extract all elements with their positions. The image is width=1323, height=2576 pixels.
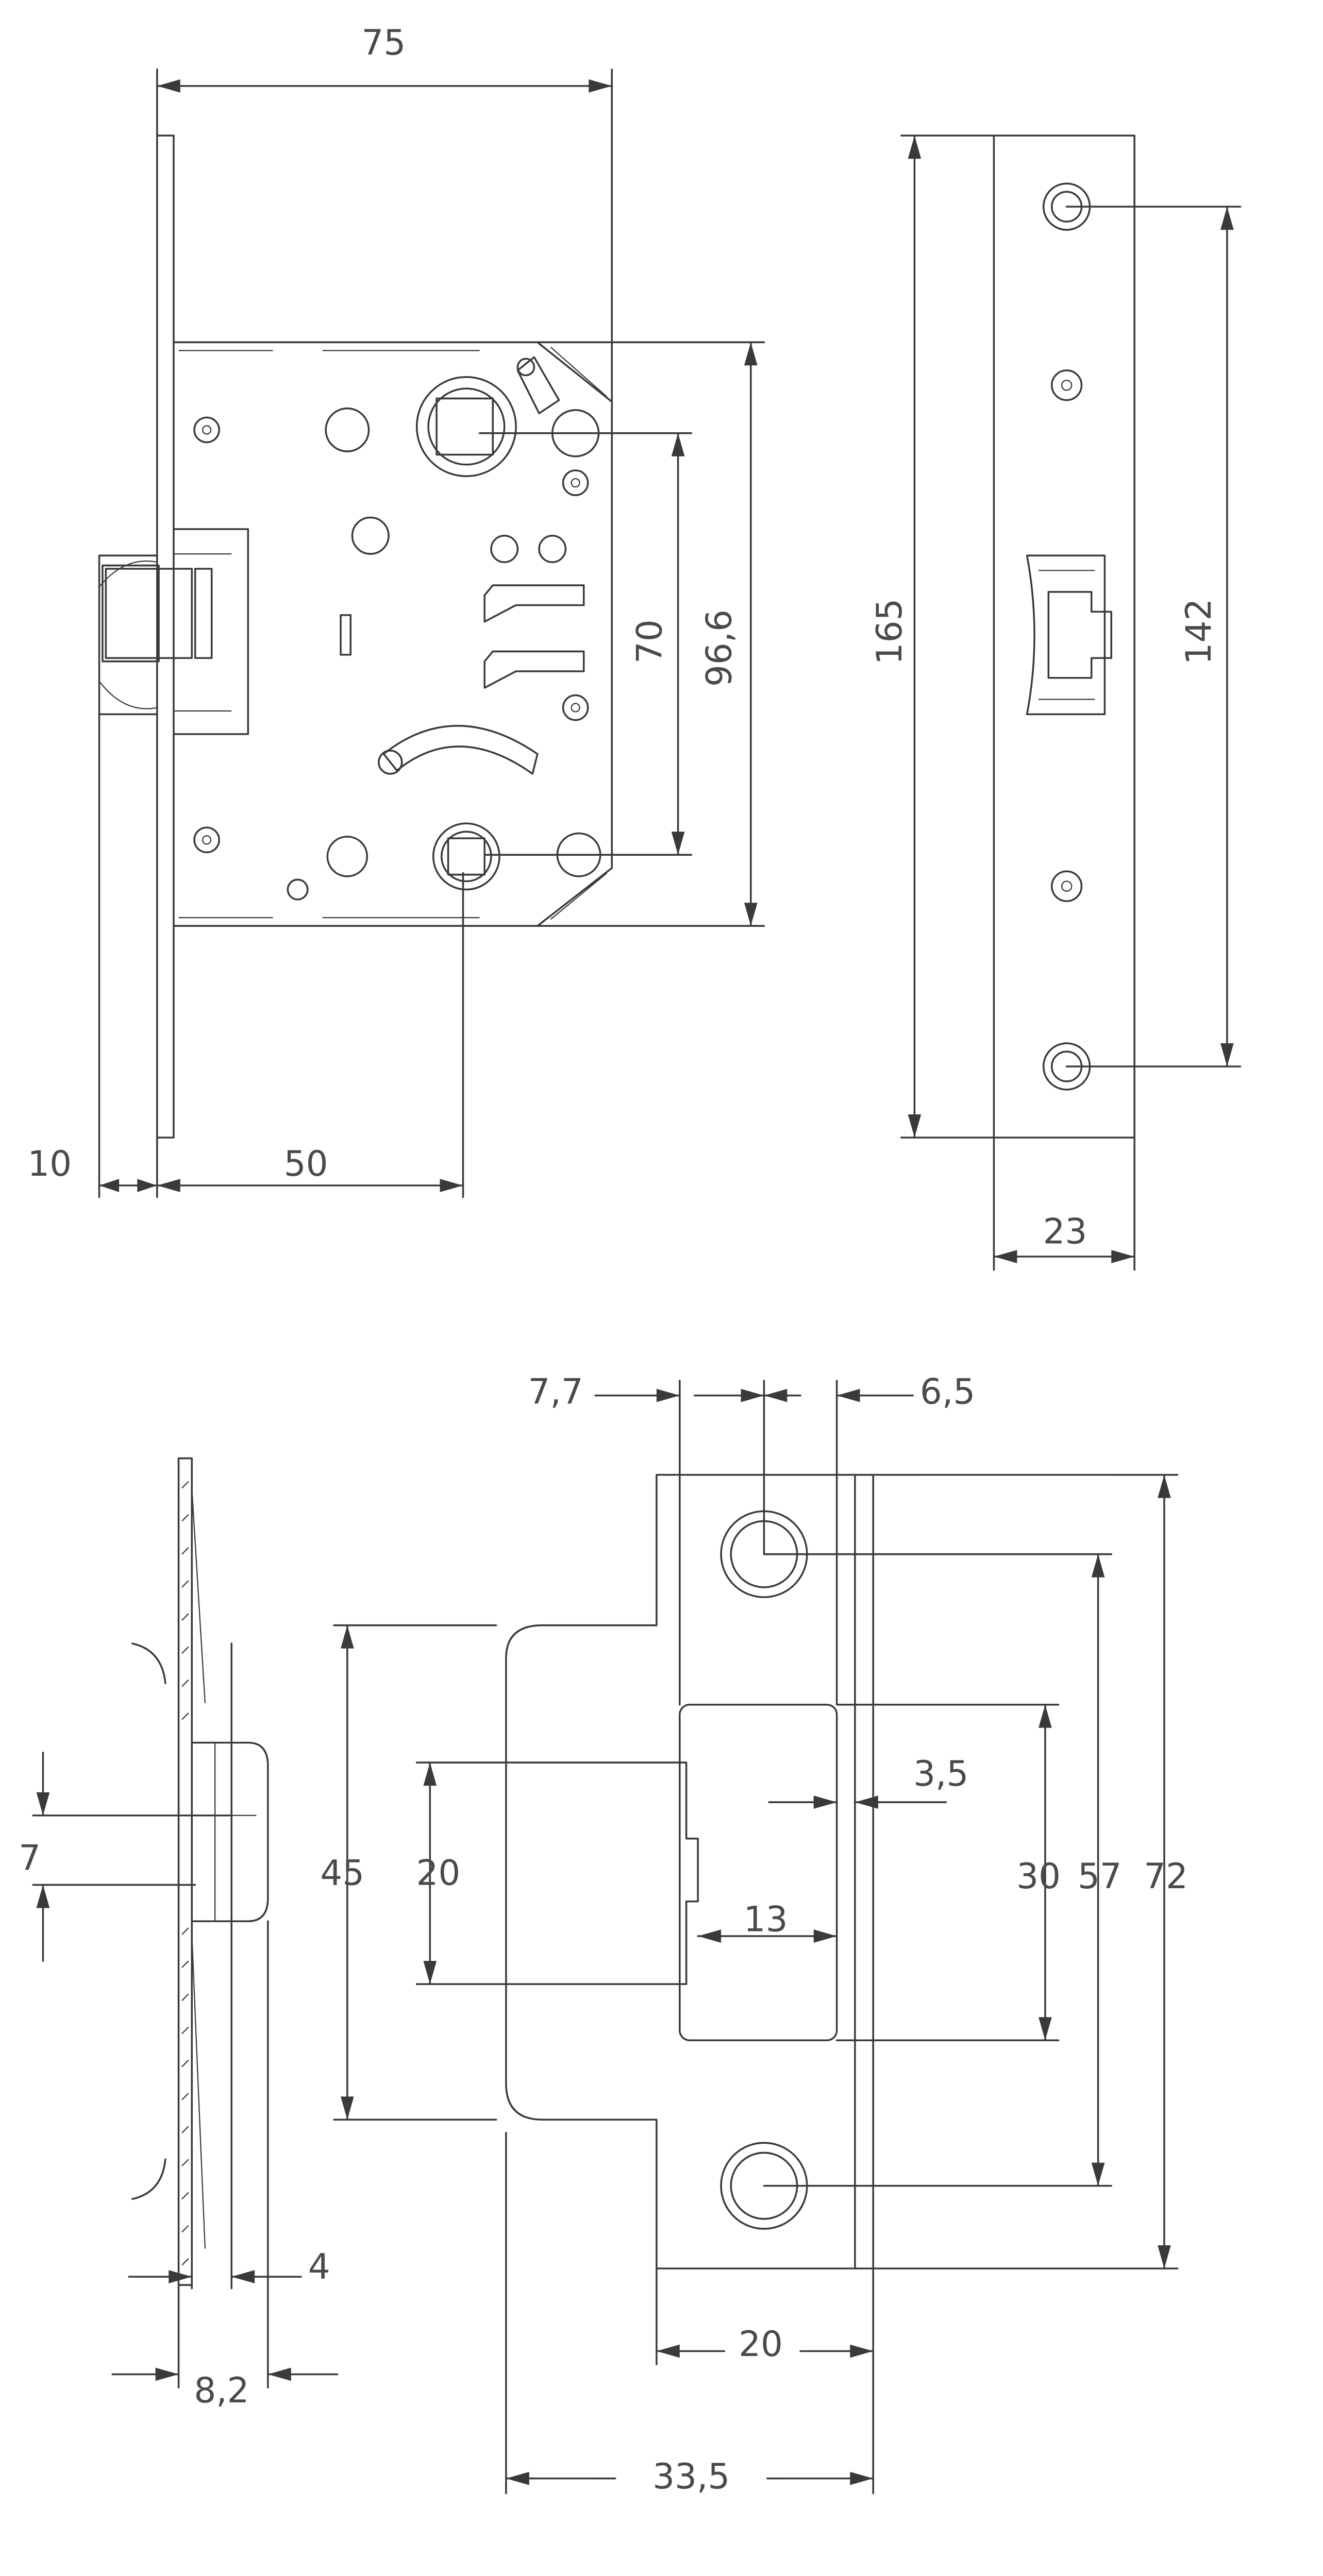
dim-strike-screw-centers: 57 [1078,1856,1122,1896]
dim-strike-lip-height: 45 [320,1853,364,1893]
latch-bolt [98,554,158,716]
dim-backset: 50 [284,1143,328,1184]
lock-body-view: 75 70 96,6 10 50 [27,22,765,1198]
dim-strike-total-width: 33,5 [652,2456,730,2497]
dim-faceplate-length: 165 [869,599,910,665]
dim-latch-projection: 10 [27,1143,72,1184]
lock-faceplate [156,134,175,1139]
dim-faceplate-width: 23 [1043,1211,1087,1251]
dim-spindle-centers: 70 [629,619,670,664]
lock-case [173,341,613,927]
dim-strike-plate-width: 20 [739,2324,783,2364]
dim-strike-edge-to-hole: 7,7 [528,1371,583,1412]
faceplate-latch-window [1026,554,1106,716]
curved-slot [382,725,539,775]
upper-spindle-follower [415,356,560,478]
dim-strike-slot-depth: 13 [744,1899,788,1939]
strike-plate-outline [505,1473,874,2269]
strike-side-view: 7 4 8,2 [19,1457,339,2411]
strike-plate-view: 7,7 6,5 3,5 13 20 45 30 57 [320,1371,1188,2497]
faceplate-front-view: 165 142 23 [869,134,1242,1271]
dim-strike-latch-height: 20 [416,1853,460,1893]
dim-side-plate-offset: 4 [308,2246,330,2286]
dim-side-total-offset: 8,2 [194,2370,249,2411]
faceplate-outline [993,134,1135,1139]
dim-strike-pocket-height: 30 [1016,1856,1061,1896]
strike-pocket [679,1703,838,2041]
dim-faceplate-screw-centers: 142 [1178,599,1219,665]
dim-case-height: 96,6 [698,609,739,687]
dim-side-latch-thickness: 7 [19,1838,41,1878]
latch-housing [173,528,249,735]
dim-strike-slot-step: 3,5 [913,1753,968,1794]
side-plate [177,1457,193,2286]
strike-latch-slot [505,1761,699,1985]
lower-spindle-follower [432,822,500,891]
dim-strike-hole-to-edge: 6,5 [920,1371,975,1412]
dim-strike-plate-height: 72 [1144,1856,1188,1896]
side-lip [191,1741,269,1922]
dim-lock-total-depth: 75 [362,22,406,63]
